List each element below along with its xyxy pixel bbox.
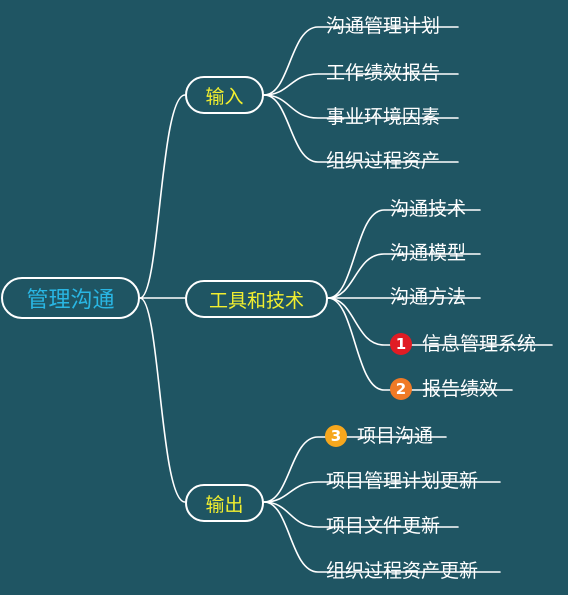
branch-tools-techniques[interactable]: 工具和技术 xyxy=(185,280,328,318)
connector-root-output xyxy=(139,297,186,503)
connector-input-1 xyxy=(263,26,459,96)
connector-output-3 xyxy=(263,501,459,528)
branch-output-label: 输出 xyxy=(205,493,244,516)
leaf-label: 组织过程资产更新 xyxy=(326,560,479,582)
leaf-output-3[interactable]: 项目文件更新 xyxy=(326,514,440,538)
root-node[interactable]: 管理沟通 xyxy=(1,277,140,319)
leaf-label: 沟通技术 xyxy=(390,198,467,220)
connector-output-1 xyxy=(263,436,447,503)
number-badge-2: 2 xyxy=(390,378,412,400)
leaf-label: 项目管理计划更新 xyxy=(326,470,479,492)
leaf-label: 事业环境因素 xyxy=(326,106,441,128)
leaf-label: 工作绩效报告 xyxy=(326,62,441,84)
connector-tools-4 xyxy=(327,297,553,346)
connector-tools-5 xyxy=(327,297,513,391)
leaf-label: 组织过程资产 xyxy=(326,150,441,172)
leaf-label: 报告绩效 xyxy=(422,378,499,400)
leaf-tools-4[interactable]: 1 信息管理系统 xyxy=(390,332,536,356)
leaf-label: 沟通方法 xyxy=(390,286,467,308)
connector-input-4 xyxy=(263,94,459,163)
leaf-input-4[interactable]: 组织过程资产 xyxy=(326,149,440,173)
connector-tools-2 xyxy=(327,253,481,299)
leaf-output-2[interactable]: 项目管理计划更新 xyxy=(326,469,478,493)
branch-input[interactable]: 输入 xyxy=(185,76,264,114)
branch-input-label: 输入 xyxy=(205,85,244,108)
number-badge-3: 3 xyxy=(325,425,347,447)
connector-input-2 xyxy=(263,73,459,96)
branch-output[interactable]: 输出 xyxy=(185,484,264,522)
leaf-input-2[interactable]: 工作绩效报告 xyxy=(326,61,440,85)
leaf-label: 沟通管理计划 xyxy=(326,15,441,37)
connector-output-4 xyxy=(263,501,501,573)
leaf-input-1[interactable]: 沟通管理计划 xyxy=(326,14,440,38)
leaf-tools-5[interactable]: 2 报告绩效 xyxy=(390,377,498,401)
leaf-label: 项目文件更新 xyxy=(326,515,441,537)
number-badge-1: 1 xyxy=(390,333,412,355)
leaf-label: 沟通模型 xyxy=(390,242,467,264)
root-label: 管理沟通 xyxy=(26,288,115,313)
branch-tools-label: 工具和技术 xyxy=(208,289,304,312)
leaf-tools-1[interactable]: 沟通技术 xyxy=(390,197,466,221)
connector-output-2 xyxy=(263,481,501,503)
leaf-tools-3[interactable]: 沟通方法 xyxy=(390,285,466,309)
leaf-output-4[interactable]: 组织过程资产更新 xyxy=(326,559,478,583)
leaf-label: 信息管理系统 xyxy=(422,333,537,355)
leaf-input-3[interactable]: 事业环境因素 xyxy=(326,105,440,129)
connector-tools-1 xyxy=(327,209,481,299)
leaf-label: 项目沟通 xyxy=(357,425,434,447)
leaf-tools-2[interactable]: 沟通模型 xyxy=(390,241,466,265)
connector-input-3 xyxy=(263,94,459,119)
leaf-output-1[interactable]: 3 项目沟通 xyxy=(325,424,433,448)
connector-root-input xyxy=(139,94,186,299)
